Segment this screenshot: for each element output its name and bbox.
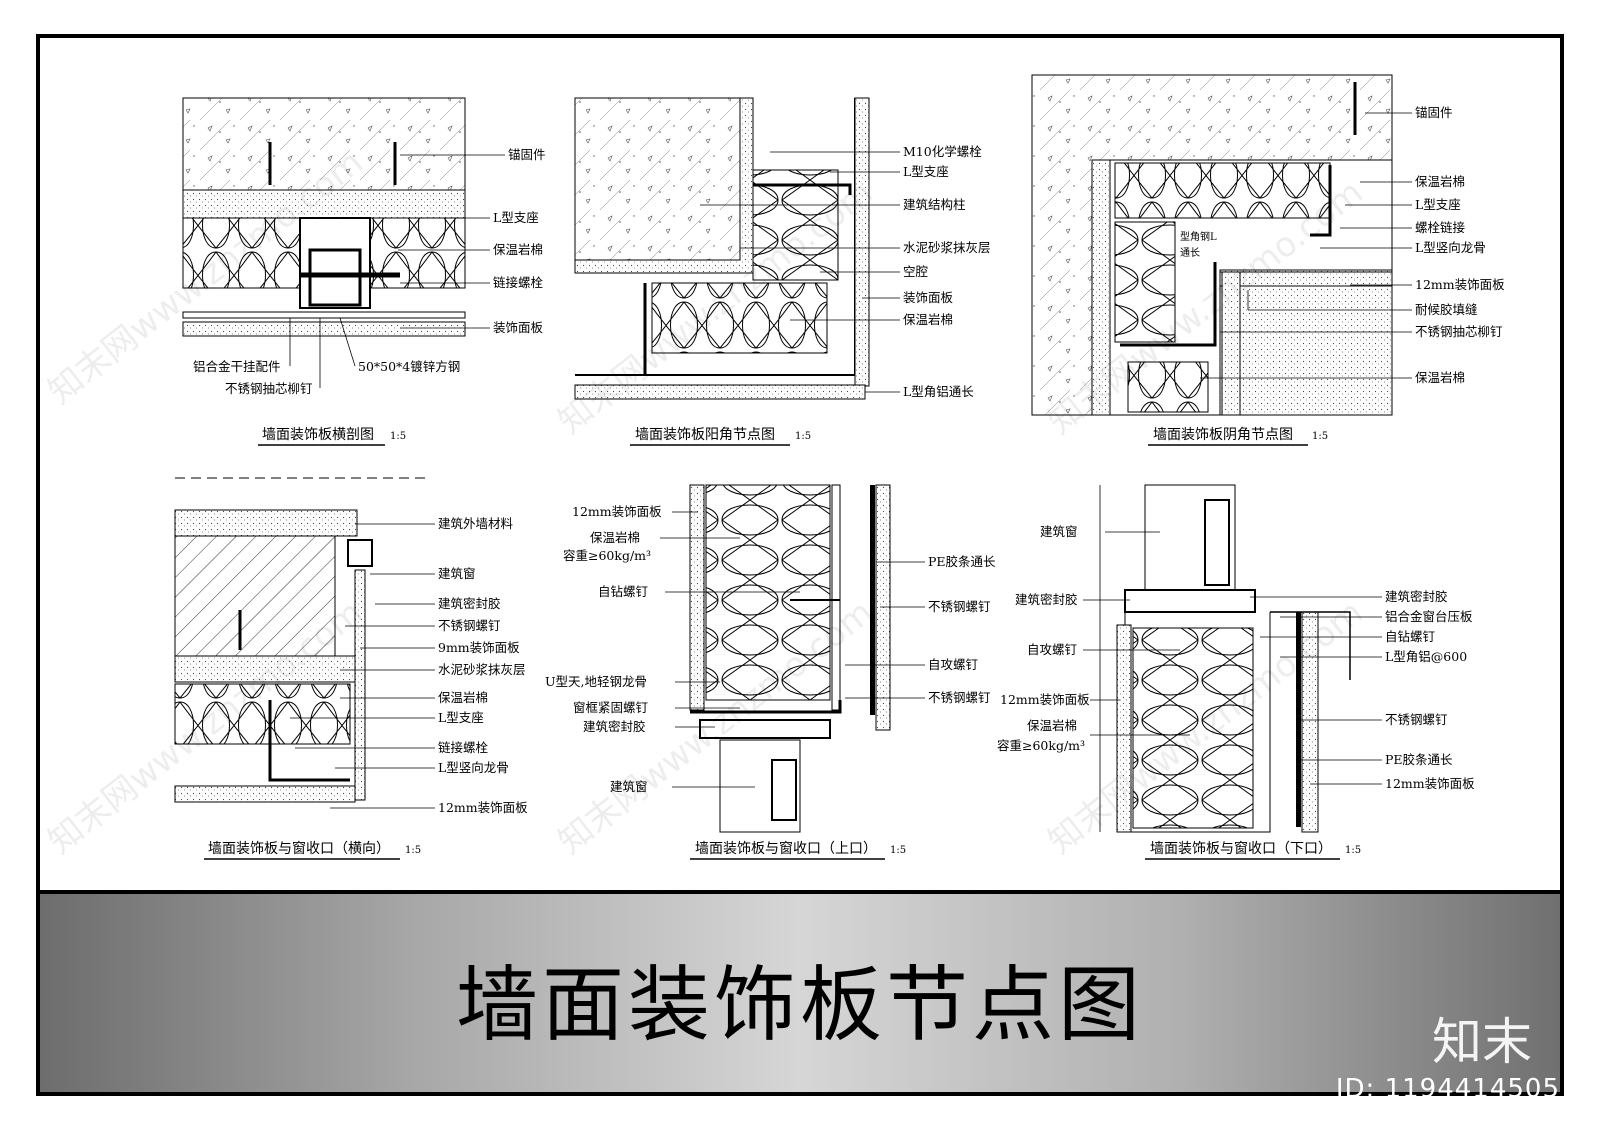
d3-label-7: 不锈钢抽芯柳钉: [1415, 324, 1503, 339]
d1-label-7: 50*50*4镀锌方钢: [358, 359, 460, 374]
d3-label-9: 型角钢L: [1180, 230, 1217, 243]
d2-label-7: L型角铝通长: [903, 384, 974, 399]
d5-caption: 墙面装饰板与窗收口（上口）: [695, 840, 877, 857]
d2-label-0: M10化学螺栓: [903, 144, 982, 159]
detail-4-window-horizontal: [174, 477, 425, 803]
detail-6-window-bottom: [1099, 484, 1351, 833]
d6-label-8: 自钻螺钉: [1385, 629, 1436, 644]
d4-label-9: L型竖向龙骨: [438, 760, 509, 775]
d2-label-2: 建筑结构柱: [903, 197, 966, 212]
d6-scale: 1:5: [1345, 845, 1361, 856]
d4-scale: 1:5: [405, 845, 421, 856]
d3-label-5: 12mm装饰面板: [1415, 277, 1505, 292]
detail-4-leaders: [290, 523, 435, 809]
d6-label-4: 保温岩棉: [1027, 718, 1077, 733]
d1-label-1: L型支座: [493, 210, 539, 225]
d1-label-5: 铝合金干挂配件: [193, 359, 281, 374]
d1-label-4: 装饰面板: [493, 320, 544, 335]
d1-scale: 1:5: [390, 431, 406, 442]
detail-3-leaders: [1200, 112, 1412, 379]
image-id: ID: 1194414505: [1335, 1074, 1560, 1104]
d4-label-4: 9mm装饰面板: [438, 640, 520, 655]
d1-label-2: 保温岩棉: [493, 242, 543, 257]
d3-label-8: 保温岩棉: [1415, 370, 1465, 385]
d3-label-6: 耐候胶填缝: [1415, 302, 1478, 317]
d4-label-2: 建筑密封胶: [438, 596, 501, 611]
d3-label-3: 螺栓链接: [1415, 220, 1466, 235]
d4-label-10: 12mm装饰面板: [438, 800, 528, 815]
d5-label-3: 自钻螺钉: [598, 584, 649, 599]
d1-label-0: 锚固件: [508, 147, 546, 162]
d5-label-4: U型天,地轻钢龙骨: [545, 674, 647, 689]
detail-5-window-top: [689, 484, 891, 833]
d4-label-1: 建筑窗: [438, 566, 476, 581]
d2-label-6: 保温岩棉: [903, 312, 953, 327]
d3-label-2: L型支座: [1415, 197, 1461, 212]
detail-5-leaders: [660, 511, 925, 788]
d4-label-7: L型支座: [438, 710, 484, 725]
d6-label-9: L型角铝@600: [1385, 649, 1467, 664]
d1-label-3: 链接螺栓: [493, 275, 544, 290]
d2-label-4: 空腔: [903, 264, 928, 279]
d4-label-0: 建筑外墙材料: [438, 516, 514, 531]
detail-3-inside-corner: [1031, 74, 1393, 416]
d6-label-10: 不锈钢螺钉: [1385, 712, 1448, 727]
detail-drawings: 锚固件 L型支座 保温岩棉 链接螺栓 装饰面板 铝合金干挂配件 不锈钢抽芯柳钉 …: [174, 74, 1505, 860]
detail-2-outside-corner: [574, 97, 870, 400]
d2-scale: 1:5: [795, 431, 811, 442]
d5-label-0: 12mm装饰面板: [572, 504, 662, 519]
d6-label-6: 建筑密封胶: [1385, 589, 1448, 604]
d6-label-2: 自攻螺钉: [1027, 642, 1078, 657]
d3-scale: 1:5: [1312, 431, 1328, 442]
detail-6-leaders: [1083, 531, 1382, 785]
d5-label-10: 自攻螺钉: [928, 657, 979, 672]
d5-label-1: 保温岩棉: [590, 530, 640, 545]
sheet-title: 墙面装饰板节点图: [455, 958, 1144, 1053]
d5-scale: 1:5: [890, 845, 906, 856]
d6-label-1: 建筑密封胶: [1015, 592, 1078, 607]
d4-caption: 墙面装饰板与窗收口（横向）: [208, 840, 390, 857]
d5-label-11: 不锈钢螺钉: [928, 690, 991, 705]
d6-label-11: PE胶条通长: [1385, 752, 1453, 767]
d5-label-5: 窗框紧固螺钉: [573, 700, 649, 715]
d2-label-1: L型支座: [903, 164, 949, 179]
d5-label-6: 建筑密封胶: [583, 719, 646, 734]
d6-label-7: 铝合金窗台压板: [1385, 609, 1473, 624]
d4-label-5: 水泥砂浆抹灰层: [438, 662, 526, 677]
d4-label-3: 不锈钢螺钉: [438, 618, 501, 633]
d5-label-2: 容重≥60kg/m³: [563, 548, 651, 563]
d3-label-4: L型竖向龙骨: [1415, 240, 1486, 255]
d5-label-9: 不锈钢螺钉: [928, 599, 991, 614]
d2-label-5: 装饰面板: [903, 290, 954, 305]
d6-label-3: 12mm装饰面板: [1000, 692, 1090, 707]
d5-label-8: PE胶条通长: [928, 554, 996, 569]
d3-label-10: 通长: [1180, 247, 1200, 259]
d5-label-7: 建筑窗: [610, 779, 648, 794]
d1-caption: 墙面装饰板横剖图: [262, 427, 374, 443]
d6-label-12: 12mm装饰面板: [1385, 776, 1475, 791]
d6-label-5: 容重≥60kg/m³: [997, 738, 1085, 753]
d4-label-6: 保温岩棉: [438, 690, 488, 705]
d1-label-6: 不锈钢抽芯柳钉: [225, 381, 313, 396]
detail-1-cross-section: [182, 97, 466, 337]
d2-label-3: 水泥砂浆抹灰层: [903, 240, 991, 255]
d2-caption: 墙面装饰板阳角节点图: [635, 427, 775, 443]
d6-label-0: 建筑窗: [1040, 524, 1078, 539]
d4-label-8: 链接螺栓: [438, 740, 489, 755]
detail-2-leaders: [700, 151, 900, 393]
d3-label-1: 保温岩棉: [1415, 174, 1465, 189]
brand-logo: 知末: [1432, 1013, 1532, 1071]
d3-caption: 墙面装饰板阴角节点图: [1153, 427, 1293, 443]
d3-label-0: 锚固件: [1415, 105, 1453, 120]
title-banner: 墙面装饰板节点图: [36, 890, 1564, 1096]
detail-1-leaders: [289, 154, 505, 388]
d6-caption: 墙面装饰板与窗收口（下口）: [1150, 840, 1332, 857]
